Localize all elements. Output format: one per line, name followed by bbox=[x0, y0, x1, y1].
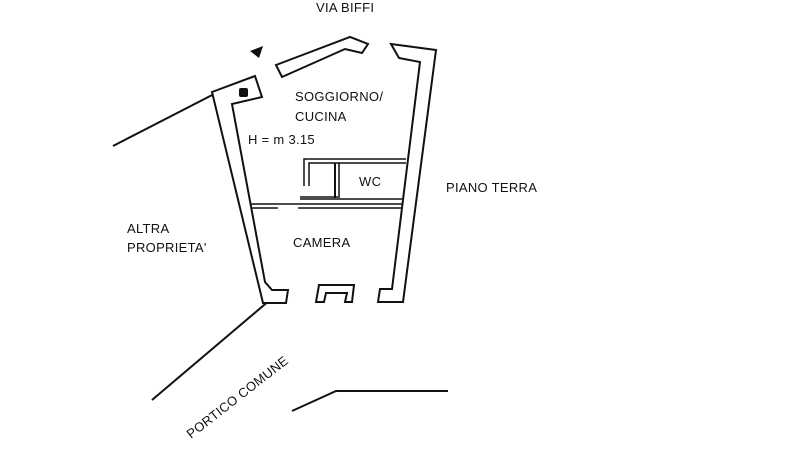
floor-level-label: PIANO TERRA bbox=[446, 180, 537, 195]
bedroom-label: CAMERA bbox=[293, 235, 350, 250]
north-arrow-icon bbox=[250, 46, 263, 58]
other-property-label-line1: ALTRA bbox=[127, 221, 169, 236]
ceiling-height-label: H = m 3.15 bbox=[248, 132, 315, 147]
chimney-flue-icon bbox=[239, 88, 248, 97]
wc-inner-wall bbox=[308, 162, 406, 186]
property-boundary-line bbox=[112, 91, 219, 147]
portico-boundary-line bbox=[151, 299, 271, 401]
wall-right bbox=[376, 42, 438, 303]
door-piers bbox=[314, 284, 356, 303]
wc-label: WC bbox=[359, 174, 381, 189]
portico-edge-line bbox=[291, 390, 448, 412]
living-kitchen-label-line1: SOGGIORNO/ bbox=[295, 89, 383, 104]
wall-top-segment bbox=[274, 35, 370, 79]
common-portico-label: PORTICO COMUNE bbox=[184, 353, 291, 442]
wc-wall bbox=[303, 158, 406, 186]
wall-left bbox=[210, 74, 290, 304]
living-kitchen-label-line2: CUCINA bbox=[295, 109, 347, 124]
street-label: VIA BIFFI bbox=[316, 0, 374, 15]
other-property-label-line2: PROPRIETA' bbox=[127, 240, 207, 255]
